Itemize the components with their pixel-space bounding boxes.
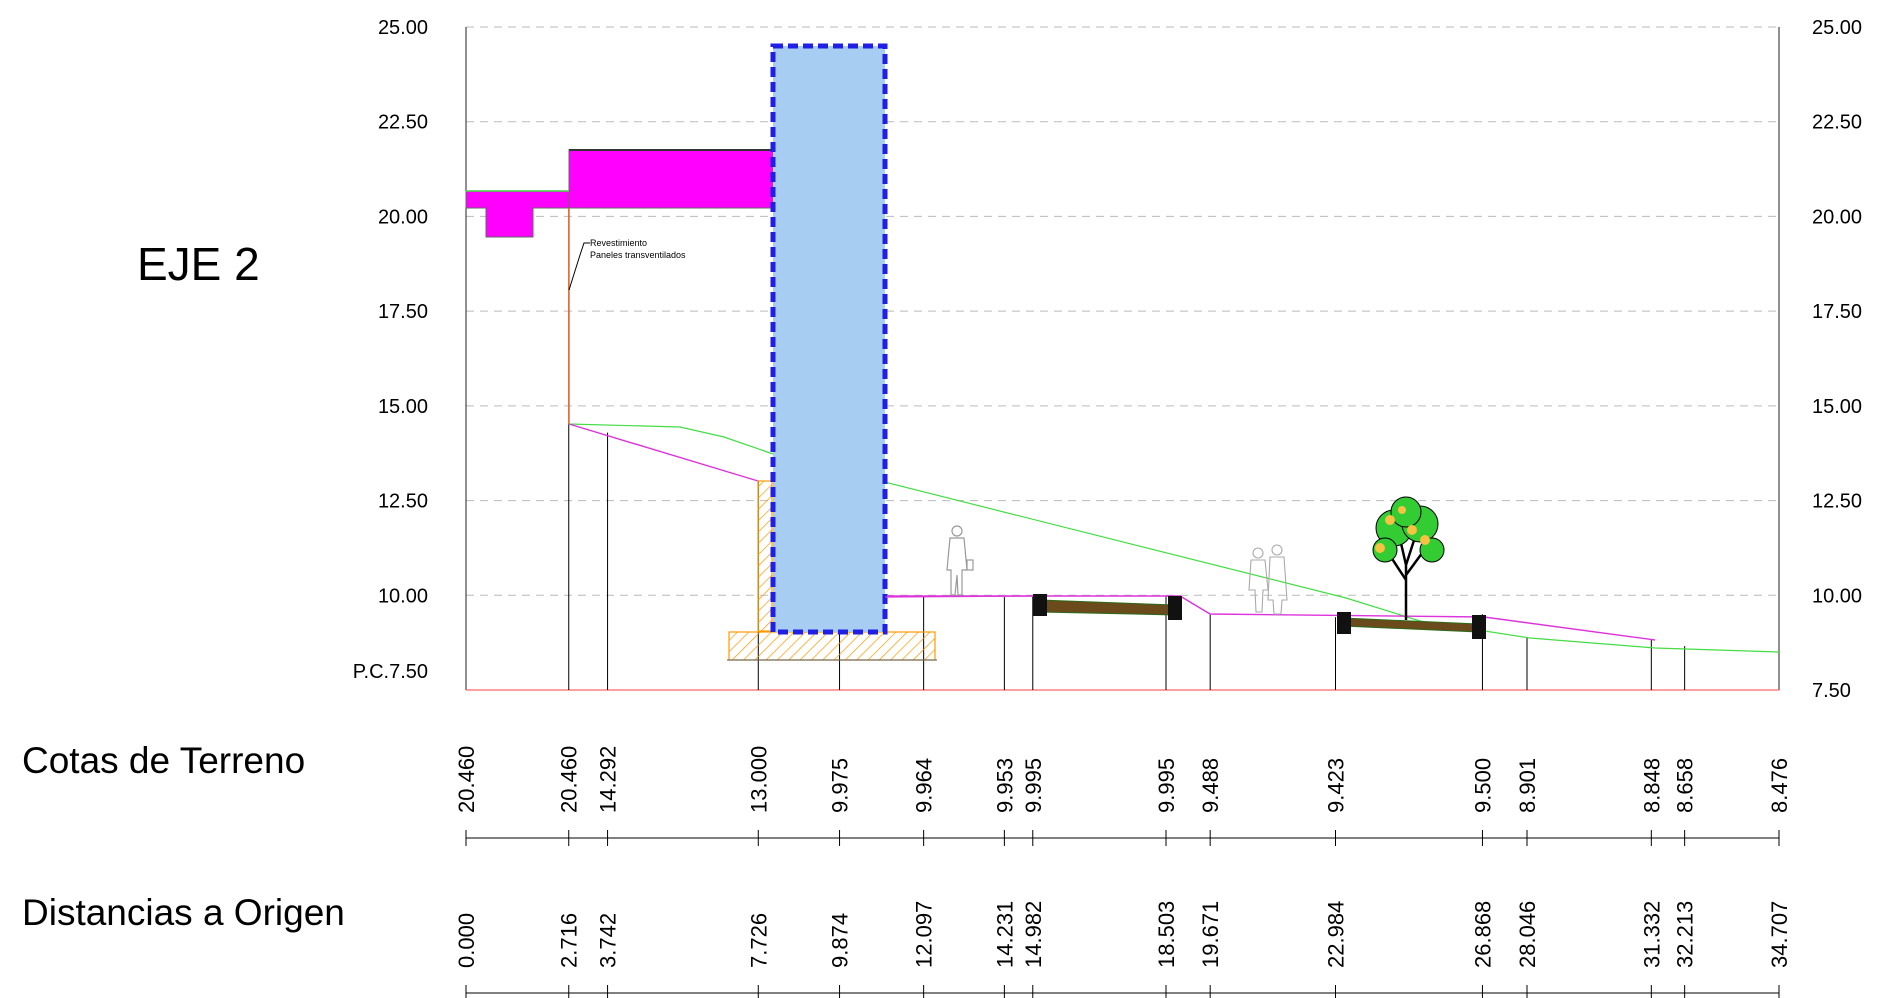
upper-slab [465,149,774,424]
terrain-row-label: Cotas de Terreno [22,740,305,781]
y-tick-label: 25.00 [1812,17,1862,39]
distance-label: 12.097 [912,901,937,968]
cota-label: 8.476 [1767,758,1792,813]
cota-label: 9.953 [992,758,1017,813]
distance-row-label: Distancias a Origen [22,892,345,933]
grid-lines [466,26,1779,596]
cota-label: 20.460 [557,746,582,813]
cladding-annotation: Revestimiento Paneles transventilados [568,238,686,291]
distance-label: 2.716 [557,913,582,968]
planter-2 [1337,612,1486,639]
distance-label: 18.503 [1154,901,1179,968]
annotation-line-1: Revestimiento [590,238,647,248]
y-tick-label: 20.00 [1812,206,1862,228]
y-tick-label: 12.50 [378,491,428,513]
cota-label: 9.975 [828,758,853,813]
y-tick-label: 17.50 [1812,301,1862,323]
distance-label: 14.231 [992,901,1017,968]
datum-label-left: P.C.7.50 [353,661,428,683]
datum-label-right: 7.50 [1812,680,1851,702]
annotation-line-2: Paneles transventilados [590,250,686,260]
tree-figure [1372,496,1445,620]
terrain-profile-line-2 [888,595,1656,641]
y-axis-labels-left: 25.00 22.50 20.00 17.50 15.00 12.50 10.00 [378,17,428,607]
y-tick-label: 25.00 [378,17,428,39]
distance-label: 3.742 [596,913,621,968]
y-tick-label: 10.00 [378,585,428,607]
distance-label: 26.868 [1470,901,1495,968]
couple-figures [1248,544,1288,615]
y-axis-labels-right: 25.00 22.50 20.00 17.50 15.00 12.50 10.00 [1812,17,1862,607]
person-figure [946,525,974,596]
y-tick-label: 12.50 [1812,491,1862,513]
planter-1 [1033,594,1182,620]
y-tick-label: 10.00 [1812,585,1862,607]
distance-label: 0.000 [454,913,479,968]
distance-label: 34.707 [1767,901,1792,968]
distance-label: 19.671 [1198,901,1223,968]
y-tick-label: 22.50 [1812,112,1862,134]
cota-label: 9.964 [912,758,937,813]
distance-label: 32.213 [1673,901,1698,968]
y-tick-label: 17.50 [378,301,428,323]
cota-label: 8.901 [1515,758,1540,813]
y-tick-label: 22.50 [378,112,428,134]
y-tick-label: 15.00 [378,396,428,418]
station-lines [568,199,1686,690]
distance-label: 9.874 [828,913,853,968]
scale-lines [465,830,1780,998]
ground-after-building [884,595,1033,598]
distance-label: 14.982 [1021,901,1046,968]
cota-label: 9.995 [1154,758,1179,813]
distance-label: 31.332 [1639,901,1664,968]
cota-label: 9.488 [1198,758,1223,813]
y-tick-label: 20.00 [378,206,428,228]
y-tick-label: 15.00 [1812,396,1862,418]
terrain-profile-line [568,423,759,482]
cota-label: 14.292 [596,746,621,813]
building-block [770,43,888,635]
cota-label: 9.500 [1470,758,1495,813]
cota-label: 9.423 [1324,758,1349,813]
distance-label: 7.726 [746,913,771,968]
cota-label: 9.995 [1021,758,1046,813]
section-title: EJE 2 [137,238,260,290]
distance-label: 28.046 [1515,901,1540,968]
cota-label: 20.460 [454,746,479,813]
cota-label: 8.848 [1639,758,1664,813]
cota-label: 13.000 [746,746,771,813]
distance-label: 22.984 [1324,901,1349,968]
cota-label: 8.658 [1673,758,1698,813]
existing-terrain-line [466,190,1780,653]
